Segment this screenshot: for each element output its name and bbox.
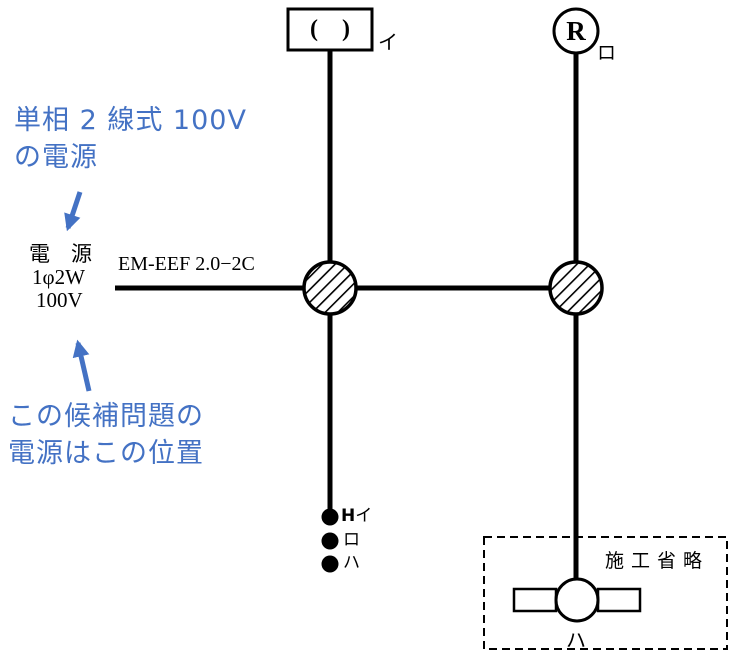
power-note-bottom-line1: この候補問題の bbox=[8, 401, 204, 432]
switch-3-label: ハ bbox=[343, 553, 360, 573]
junction-box-left-icon bbox=[302, 260, 358, 316]
lamp-receptacle-icon bbox=[552, 7, 600, 55]
switch-1-circuit: イ bbox=[355, 506, 373, 526]
switch-1-label: Hイ bbox=[341, 506, 372, 526]
annotation-arrow-down-icon bbox=[64, 191, 83, 232]
omitted-lamp-icon bbox=[554, 577, 600, 623]
source-label-line3: 100V bbox=[36, 288, 83, 312]
lamp-receptacle-label: ロ bbox=[597, 43, 617, 64]
omitted-lamp-left-bar-icon bbox=[512, 587, 558, 613]
switch-2-label: ロ bbox=[343, 530, 360, 550]
construction-omitted-boundary bbox=[483, 536, 728, 650]
lamp-receptacle-symbol: R bbox=[566, 15, 586, 46]
switch-3-icon bbox=[321, 555, 339, 573]
switch-1-marking: H bbox=[341, 506, 356, 526]
omitted-lamp-right-bar-icon bbox=[596, 587, 642, 613]
power-note-bottom-line2: 電源はこの位置 bbox=[8, 438, 204, 469]
annotation-arrow-up-icon bbox=[72, 339, 92, 392]
construction-omitted-label: 施工省略 bbox=[605, 551, 710, 572]
source-label-line2: 1φ2W bbox=[32, 265, 85, 289]
switch-2-icon bbox=[321, 532, 339, 550]
omitted-lamp-label: ハ bbox=[566, 630, 586, 652]
ceiling-rosette-label: イ bbox=[378, 32, 398, 54]
junction-box-right-icon bbox=[548, 260, 604, 316]
ceiling-rosette-icon bbox=[286, 7, 374, 52]
source-label-line1: 電 源 bbox=[29, 242, 92, 266]
power-note-top-line1: 単相 2 線式 100V bbox=[14, 105, 247, 136]
power-note-top-line2: の電源 bbox=[14, 142, 98, 173]
switch-1-icon bbox=[321, 508, 339, 526]
ceiling-rosette-symbol: ( ) bbox=[310, 16, 359, 42]
cable-label: EM-EEF 2.0−2C bbox=[118, 253, 255, 275]
